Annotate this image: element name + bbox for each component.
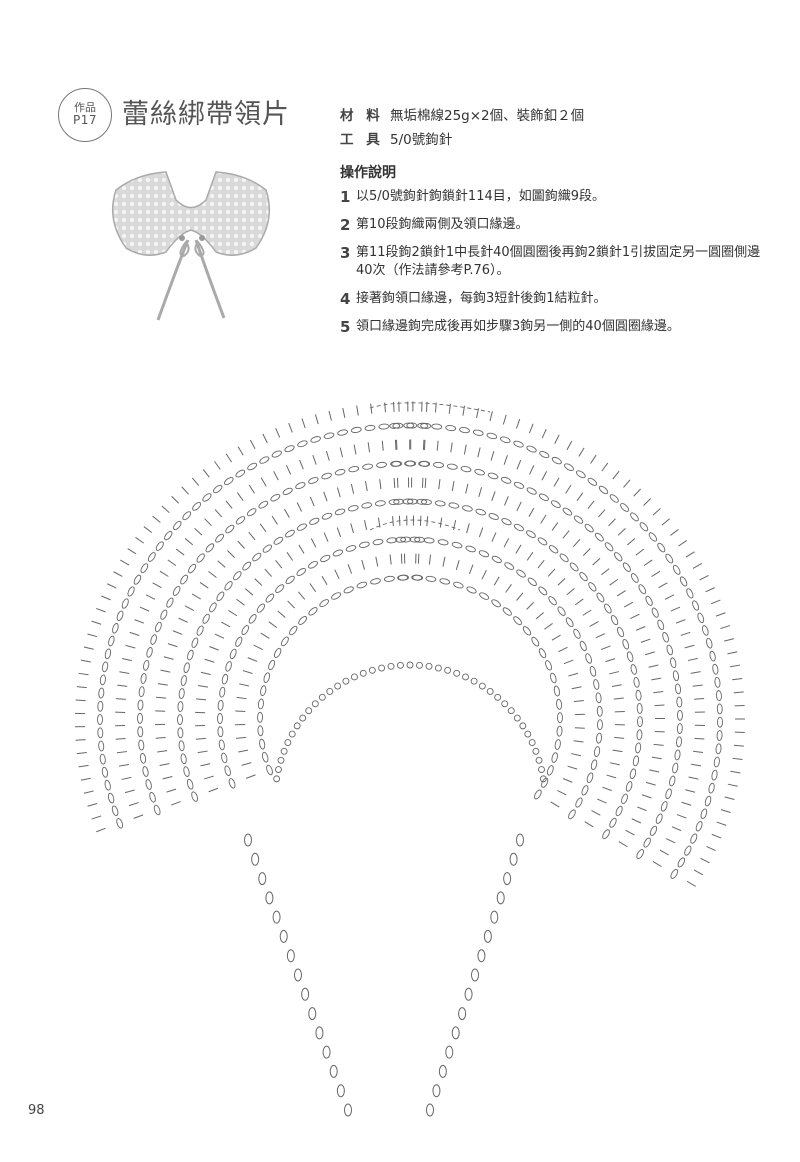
materials-row: 材 料無垢棉線25g×2個、裝飾釦２個 (340, 104, 584, 124)
page-title: 蕾絲綁帶領片 (122, 99, 290, 130)
page-number: 98 (28, 1103, 45, 1118)
tools-row: 工 具 5/0號鉤針 (340, 128, 452, 148)
materials-value: 無垢棉線25g×2個、裝飾釦２個 (390, 108, 585, 124)
crochet-chart-icon (75, 401, 745, 1117)
materials-label: 材 料 (340, 108, 384, 124)
instructions-title: 操作說明 (340, 165, 396, 181)
badge-page: P17 (72, 113, 97, 128)
badge-label: 作品 (74, 100, 96, 114)
tools-label: 工 具 (340, 132, 384, 148)
work-badge: 作品 P17 (58, 88, 112, 142)
tools-value: 5/0號鉤針 (390, 132, 453, 148)
collar-photo-icon (111, 171, 271, 321)
